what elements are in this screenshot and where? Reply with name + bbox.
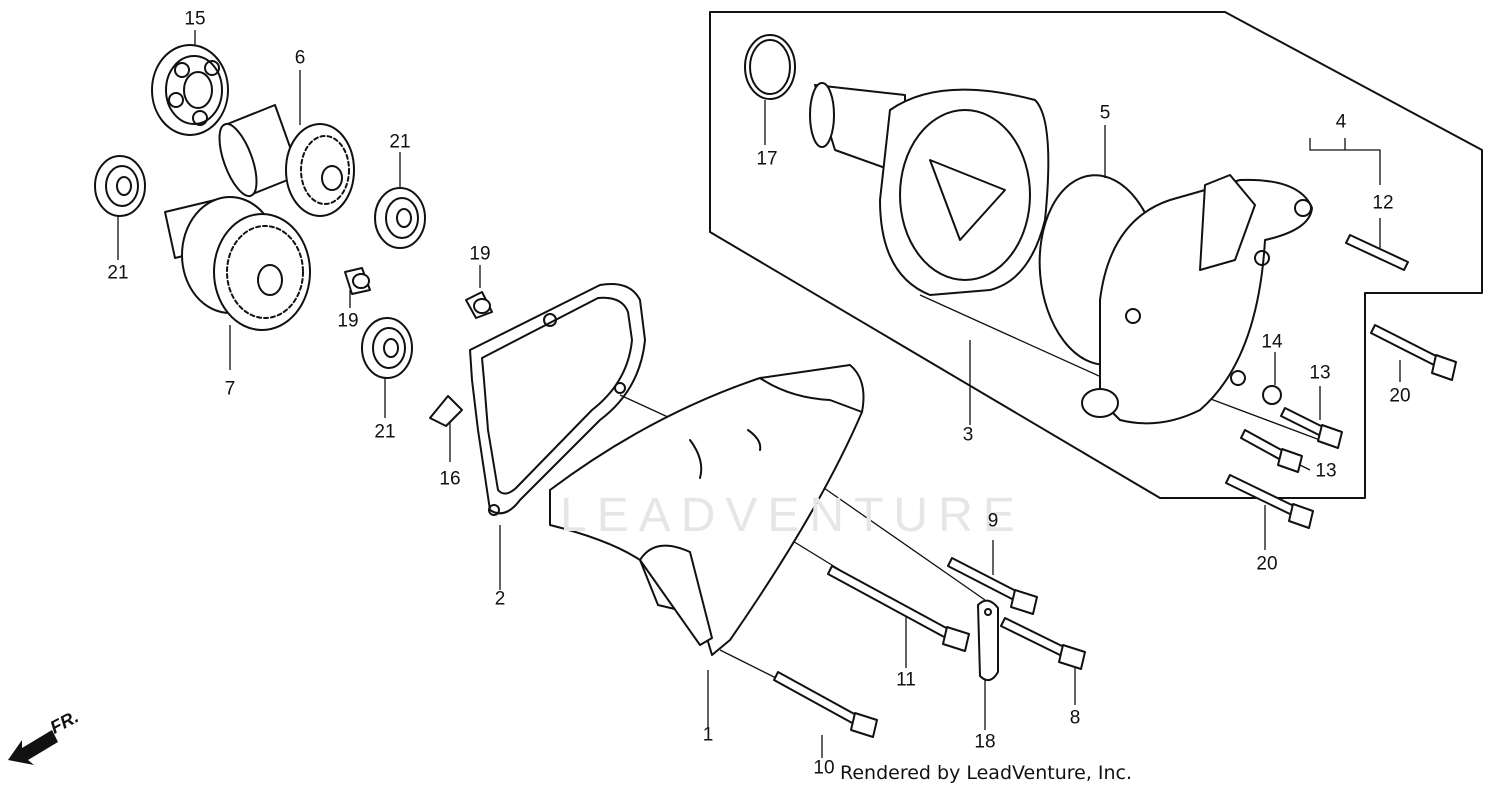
part-label-7: 7 [224, 378, 236, 400]
bearing-small-21c [361, 317, 413, 379]
part-label-20: 20 [1256, 553, 1278, 575]
bolt-10 [773, 671, 878, 738]
part-label-13: 13 [1315, 460, 1337, 482]
part-label-21: 21 [107, 262, 129, 284]
clamp-18 [977, 599, 999, 682]
o-ring-17 [744, 34, 796, 100]
bearing-small-21a [94, 155, 146, 217]
part-label-19: 19 [469, 243, 491, 265]
bearing-large-15 [151, 44, 229, 136]
gasket-2 [469, 283, 646, 516]
part-label-10: 10 [813, 757, 835, 779]
front-direction-arrow [8, 730, 58, 765]
part-label-1: 1 [702, 724, 714, 746]
bearing-small-21b [374, 187, 426, 249]
cover-1 [549, 364, 865, 656]
grommet-16 [429, 395, 463, 427]
water-pump-body [809, 82, 1050, 296]
part-label-5: 5 [1099, 102, 1111, 124]
part-label-15: 15 [184, 8, 206, 30]
part-label-18: 18 [974, 731, 996, 753]
part-label-17: 17 [756, 148, 778, 170]
gear-assembly-7 [164, 196, 311, 331]
part-label-4: 4 [1335, 111, 1347, 133]
part-label-6: 6 [294, 47, 306, 69]
leader-lines [117, 30, 1401, 758]
part-label-9: 9 [987, 510, 999, 532]
bolt-20a [1370, 324, 1457, 381]
pump-housing-4 [1081, 174, 1313, 425]
part-label-12: 12 [1372, 192, 1394, 214]
part-label-3: 3 [962, 424, 974, 446]
part-label-2: 2 [494, 588, 506, 610]
stud-12 [1345, 234, 1409, 271]
part-label-13: 13 [1309, 362, 1331, 384]
part-label-19: 19 [337, 310, 359, 332]
part-label-14: 14 [1261, 331, 1283, 353]
watermark: LEADVENTURE [560, 489, 1025, 542]
part-label-11: 11 [896, 669, 916, 691]
dowel-pin-19a [344, 267, 371, 295]
bolt-13a [1280, 407, 1343, 449]
bolt-13b [1240, 429, 1303, 473]
part-label-21: 21 [389, 131, 411, 153]
bolt-20b [1225, 474, 1314, 529]
part-label-21: 21 [374, 421, 396, 443]
bolt-8 [1000, 617, 1086, 670]
bolt-11 [827, 565, 970, 652]
part-label-20: 20 [1389, 385, 1411, 407]
gear-shaft-6 [218, 104, 355, 217]
washer-14 [1262, 385, 1282, 405]
part-label-8: 8 [1069, 707, 1081, 729]
render-credit: Rendered by LeadVenture, Inc. [840, 762, 1133, 784]
assembly-boundary [709, 11, 1483, 499]
part-label-16: 16 [439, 468, 461, 490]
bolt-9 [947, 557, 1038, 615]
dowel-pin-19b [465, 291, 493, 319]
